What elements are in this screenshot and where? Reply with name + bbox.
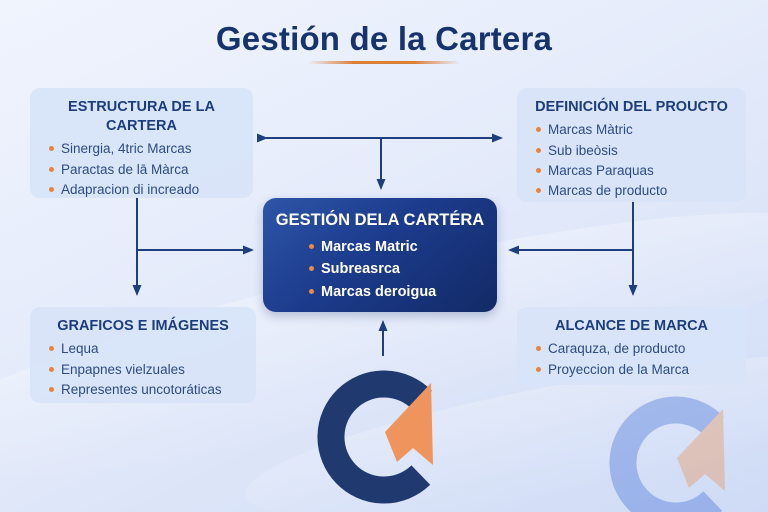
card-bullet-list: Marcas Matric Subreasrca Marcas deroigua xyxy=(271,239,489,301)
bullet-icon xyxy=(309,243,314,249)
bullet-text: Representes uncotoráticas xyxy=(61,381,222,397)
bullet-text: Marcas deroigua xyxy=(321,283,437,300)
brand-logo-watermark-icon xyxy=(623,409,725,512)
bullet-icon xyxy=(536,127,541,133)
bullet-icon xyxy=(49,366,54,372)
card-alcance-marca: ALCANCE DE MARCA Caraquza, de producto P… xyxy=(517,307,746,385)
card-heading: ESTRUCTURA DE LA CARTERA xyxy=(68,99,215,135)
bullet-icon xyxy=(536,366,541,372)
bullet-text: Lequa xyxy=(61,341,99,357)
bullet-text: Sinergia, 4tric Marcas xyxy=(61,141,192,157)
list-item: Proyeccion de la Marca xyxy=(536,362,740,378)
page-title: Gestión de la Cartera xyxy=(215,20,553,57)
card-heading: GRAFICOS E IMÁGENES xyxy=(57,318,229,334)
list-item: Marcas Màtric xyxy=(536,122,740,138)
bullet-icon xyxy=(309,266,314,272)
card-heading: DEFINICIÓN DEL PROUCTO xyxy=(535,99,728,115)
bullet-icon xyxy=(536,167,541,173)
list-item: Marcas Matric xyxy=(309,239,489,256)
list-item: Paractas de lā Màrca xyxy=(49,162,247,178)
list-item: Marcas Paraquas xyxy=(536,163,740,179)
list-item: Lequa xyxy=(49,341,250,357)
bullet-text: Marcas de producto xyxy=(548,183,668,199)
bullet-icon xyxy=(49,187,54,193)
bullet-text: Proyeccion de la Marca xyxy=(548,361,690,377)
list-item: Adapracion di increado xyxy=(49,182,247,198)
bullet-text: Caraquza, de producto xyxy=(548,341,686,357)
bullet-icon xyxy=(536,147,541,153)
bullet-icon xyxy=(309,288,314,294)
card-estructura-cartera: ESTRUCTURA DE LA CARTERA Sinergia, 4tric… xyxy=(30,88,253,198)
card-graficos-imagenes: GRAFICOS E IMÁGENES Lequa Enpapnes vielz… xyxy=(30,307,256,403)
bullet-text: Subreasrca xyxy=(321,261,400,278)
bullet-icon xyxy=(49,166,54,172)
list-item: Sub ibeòsis xyxy=(536,143,740,159)
bullet-icon xyxy=(536,188,541,194)
bullet-text: Adapracion di increado xyxy=(61,182,200,198)
bullet-text: Marcas Màtric xyxy=(548,122,633,138)
list-item: Caraquza, de producto xyxy=(536,341,740,357)
card-bullet-list: Sinergia, 4tric Marcas Paractas de lā Mà… xyxy=(36,141,247,198)
list-item: Subreasrca xyxy=(309,261,489,278)
title-underline-accent xyxy=(308,61,460,64)
bullet-text: Marcas Matric xyxy=(321,238,418,255)
list-item: Representes uncotoráticas xyxy=(49,382,250,398)
card-heading: ALCANCE DE MARCA xyxy=(554,318,709,334)
bullet-text: Enpapnes vielzuales xyxy=(61,361,185,377)
bullet-text: Marcas Paraquas xyxy=(548,162,654,178)
bullet-icon xyxy=(49,146,54,152)
brand-logo-icon xyxy=(331,383,433,490)
bullet-icon xyxy=(49,386,54,392)
list-item: Sinergia, 4tric Marcas xyxy=(49,141,247,157)
card-bullet-list: Marcas Màtric Sub ibeòsis Marcas Paraqua… xyxy=(523,122,740,199)
list-item: Enpapnes vielzuales xyxy=(49,362,250,378)
card-heading: GESTIÓN DELA CARTÉRA xyxy=(275,211,485,229)
list-item: Marcas deroigua xyxy=(309,284,489,301)
bullet-icon xyxy=(49,346,54,352)
card-bullet-list: Lequa Enpapnes vielzuales Representes un… xyxy=(36,341,250,398)
card-gestion-cartera-central: GESTIÓN DELA CARTÉRA Marcas Matric Subre… xyxy=(263,198,497,312)
card-definicion-producto: DEFINICIÓN DEL PROUCTO Marcas Màtric Sub… xyxy=(517,88,746,202)
card-bullet-list: Caraquza, de producto Proyeccion de la M… xyxy=(523,341,740,377)
bullet-icon xyxy=(536,346,541,352)
list-item: Marcas de producto xyxy=(536,183,740,199)
bullet-text: Paractas de lā Màrca xyxy=(61,161,189,177)
bullet-text: Sub ibeòsis xyxy=(548,142,618,158)
